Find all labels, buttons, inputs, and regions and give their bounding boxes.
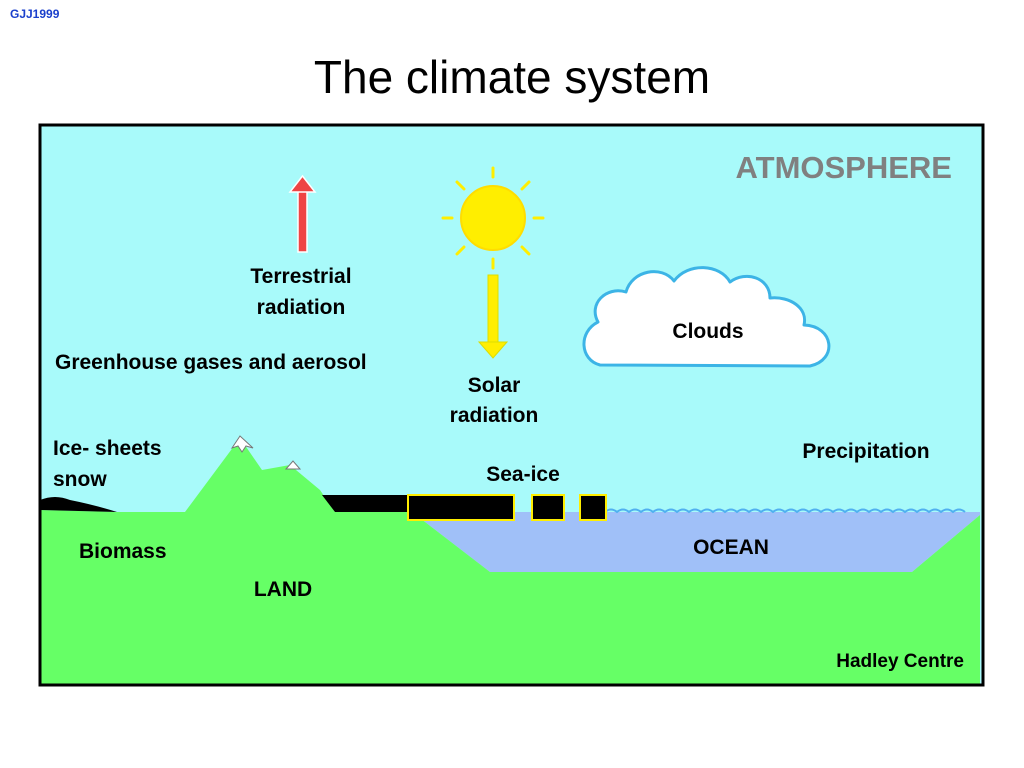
ice-sheet <box>40 497 117 512</box>
ice-sheets-label-line1: Ice- sheets <box>53 437 162 460</box>
page-title: The climate system <box>313 51 711 103</box>
terrestrial-radiation-label-line1: Terrestrial <box>250 265 351 288</box>
solar-radiation-label-line1: Solar <box>468 374 521 397</box>
sea-ice-block-3 <box>579 494 607 521</box>
slide-code: GJJ1999 <box>10 7 60 21</box>
ocean-label: OCEAN <box>693 536 769 559</box>
ocean-water <box>412 512 980 572</box>
sea-ice-block-2 <box>531 494 565 521</box>
land-label: LAND <box>254 578 312 601</box>
diagram-frame <box>38 123 985 687</box>
snow-cap-small <box>284 460 302 470</box>
ocean-waves <box>604 508 966 514</box>
sea-ice-block-1 <box>407 494 515 521</box>
precipitation-label: Precipitation <box>802 440 929 463</box>
terrestrial-radiation-label-line2: radiation <box>257 296 346 319</box>
ice-sheets-label-line2: snow <box>53 468 107 491</box>
land-mass <box>40 438 980 685</box>
snow-cap-large <box>230 435 254 453</box>
cloud-icon <box>582 266 831 368</box>
solar-radiation-label-line2: radiation <box>450 404 539 427</box>
terrestrial-arrow-icon <box>288 174 317 253</box>
greenhouse-gases-label: Greenhouse gases and aerosol <box>55 351 367 374</box>
sea-ice-label: Sea-ice <box>486 463 560 486</box>
solar-arrow-icon <box>477 274 509 359</box>
biomass-label: Biomass <box>79 540 167 563</box>
clouds-label: Clouds <box>672 320 743 343</box>
ice-shelf <box>322 495 412 512</box>
sun-icon <box>441 166 545 270</box>
credit-label: Hadley Centre <box>836 651 964 672</box>
atmosphere-label: ATMOSPHERE <box>736 150 952 185</box>
